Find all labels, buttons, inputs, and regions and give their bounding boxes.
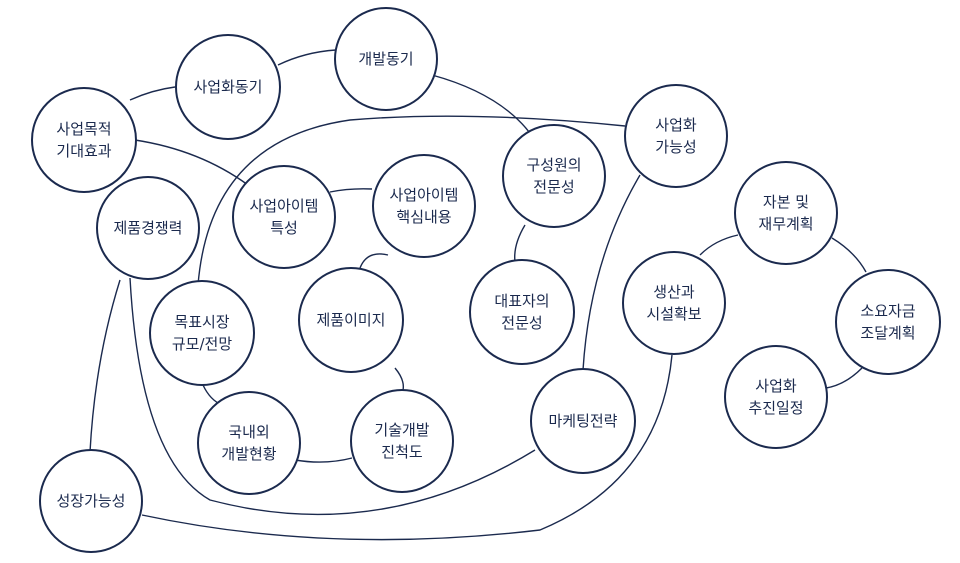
node-label-line: 국내외 xyxy=(228,423,269,441)
node-label-line: 마케팅전략 xyxy=(548,412,617,430)
edge-haeksim-image xyxy=(359,253,389,269)
node-circle xyxy=(96,176,200,280)
node-circle xyxy=(530,368,636,474)
node-label-line: 가능성 xyxy=(655,138,696,156)
node-label-line: 사업화동기 xyxy=(193,78,262,96)
node-label-line: 목표시장 xyxy=(174,313,229,331)
node-label-line: 구성원의 xyxy=(526,156,581,174)
node-label-line: 사업목적 xyxy=(56,120,111,138)
node-circle xyxy=(469,259,575,365)
edge-saengsan-jabon xyxy=(699,234,739,256)
edge-guseongwon-daepyoja xyxy=(514,224,526,263)
node-label-line: 기대효과 xyxy=(56,142,111,160)
edge-image-gisul xyxy=(394,367,405,391)
node-circle xyxy=(350,389,454,493)
node-circle xyxy=(835,269,941,375)
node-circle xyxy=(197,391,301,495)
edge-gaebal-guseongwon xyxy=(431,74,536,141)
node-circle xyxy=(372,154,476,258)
node-saeophwa-donggi: 사업화동기 xyxy=(175,34,281,140)
node-jepum-image: 제품이미지 xyxy=(298,267,404,373)
edge-soyo-iljeong xyxy=(825,367,863,389)
node-label-line: 추진일정 xyxy=(748,399,803,417)
node-label-line: 특성 xyxy=(270,219,298,237)
node-label-line: 규모/전망 xyxy=(172,335,232,353)
node-label-line: 사업화 xyxy=(755,377,797,395)
node-circle xyxy=(622,251,726,355)
node-label-line: 자본 및 xyxy=(763,193,809,211)
node-circle xyxy=(624,84,728,188)
node-label-line: 개발현황 xyxy=(221,445,276,463)
node-label-line: 사업화 xyxy=(655,116,697,134)
node-label-line: 사업아이템 xyxy=(389,186,458,204)
edge-seongjang-saengsan xyxy=(141,354,673,541)
node-circle xyxy=(502,124,606,228)
edge-gungnaeoe-gisul xyxy=(294,457,353,463)
edge-mokjeok-donggi xyxy=(129,86,176,101)
connector-lines xyxy=(89,49,867,541)
edge-gyeongjaeng-maketing xyxy=(129,277,536,516)
node-label-line: 제품이미지 xyxy=(316,311,385,329)
node-gaebal-donggi: 개발동기 xyxy=(334,7,438,111)
edge-ganeungseong-maketing xyxy=(582,174,641,371)
node-label-line: 소요자금 xyxy=(860,302,915,320)
edge-gyeongjaeng-seongjang xyxy=(89,279,121,453)
node-label-line: 진척도 xyxy=(381,443,423,461)
node-seongjang-ganeungseong: 성장가능성 xyxy=(39,449,143,553)
edge-donggi-gaebal xyxy=(277,49,337,66)
node-maketing-jeollyak: 마케팅전략 xyxy=(530,368,636,474)
node-circle xyxy=(334,7,438,111)
node-circle xyxy=(298,267,404,373)
edge-jabon-soyo xyxy=(831,237,867,273)
node-circle xyxy=(149,280,255,386)
node-label-line: 전문성 xyxy=(501,314,542,332)
node-circle xyxy=(39,449,143,553)
node-label-line: 성장가능성 xyxy=(56,492,125,510)
node-circle xyxy=(175,34,281,140)
node-circle xyxy=(734,161,838,265)
node-label-line: 기술개발 xyxy=(374,421,429,439)
node-label-line: 시설확보 xyxy=(646,305,701,323)
concept-nodes: 사업목적기대효과사업화동기개발동기사업화가능성제품경쟁력사업아이템특성사업아이템… xyxy=(31,7,941,553)
node-label-line: 핵심내용 xyxy=(396,208,451,226)
node-label-line: 조달계획 xyxy=(860,324,915,342)
node-label-line: 대표자의 xyxy=(494,292,549,310)
node-label-line: 개발동기 xyxy=(358,50,413,68)
node-circle xyxy=(232,165,336,269)
node-jepum-gyeongjaengryeok: 제품경쟁력 xyxy=(96,176,200,280)
node-label-line: 사업아이템 xyxy=(249,197,318,215)
node-label-line: 제품경쟁력 xyxy=(113,219,182,237)
node-circle xyxy=(724,345,828,449)
node-label-line: 재무계획 xyxy=(758,215,813,233)
node-label-line: 전문성 xyxy=(533,178,574,196)
edge-ganeungseong-mokpyo xyxy=(197,115,626,286)
node-circle xyxy=(31,87,137,193)
node-label-line: 생산과 xyxy=(653,283,695,301)
edge-teukseong-haeksim xyxy=(329,188,373,193)
